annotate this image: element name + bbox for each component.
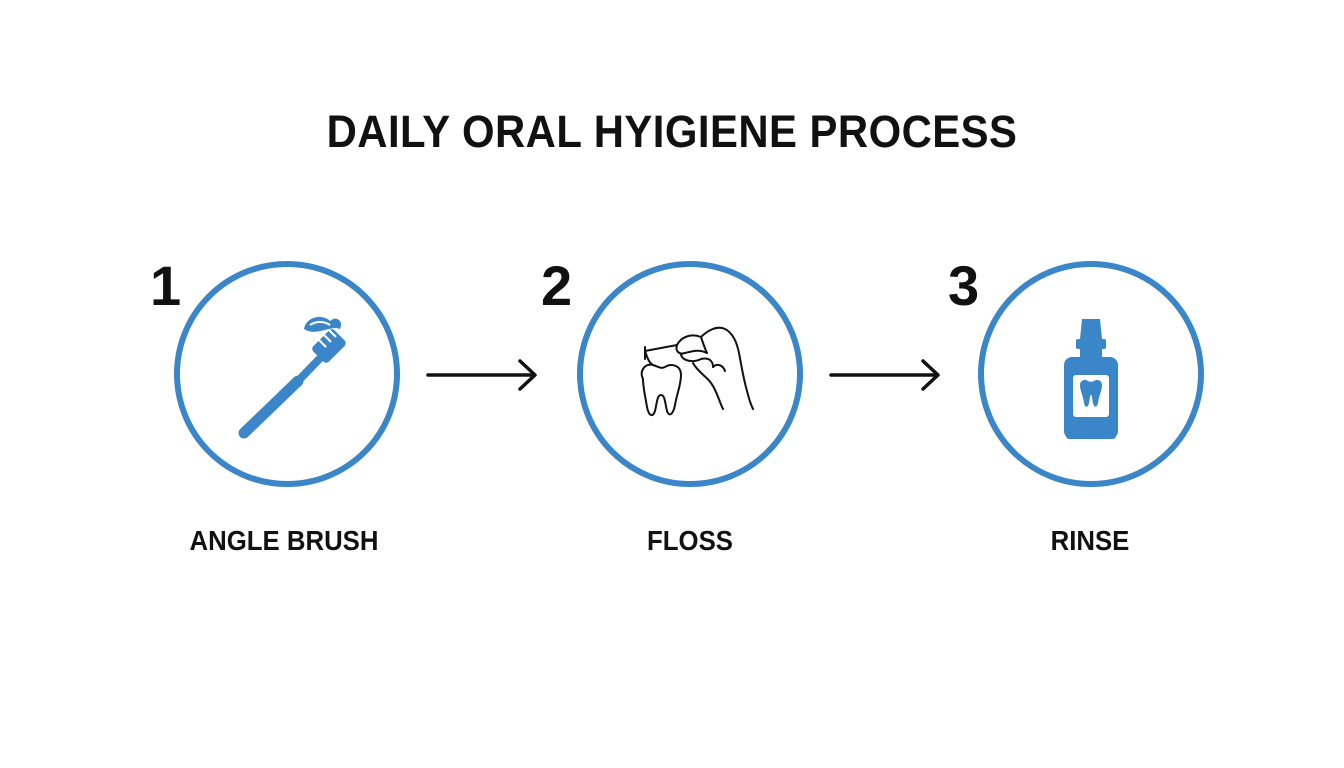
step-3-label: RINSE [1050,525,1130,556]
arrow-right-icon [426,359,537,391]
toothbrush-icon [238,316,346,439]
step-1-label: ANGLE BRUSH [189,525,379,556]
diagram-title: DAILY ORAL HYIGIENE PROCESS [326,106,1018,157]
flossing-hand-tooth-icon [640,326,754,417]
step-2-circle [577,261,803,487]
arrow-right-icon [829,359,940,391]
step-2-label: FLOSS [647,525,733,556]
step-3-number: 3 [948,254,980,317]
step-1-number: 1 [150,254,182,317]
step-1-circle [174,261,400,487]
mouthwash-bottle-icon [1064,319,1118,439]
step-3-circle [978,261,1204,487]
step-2-number: 2 [541,254,573,317]
